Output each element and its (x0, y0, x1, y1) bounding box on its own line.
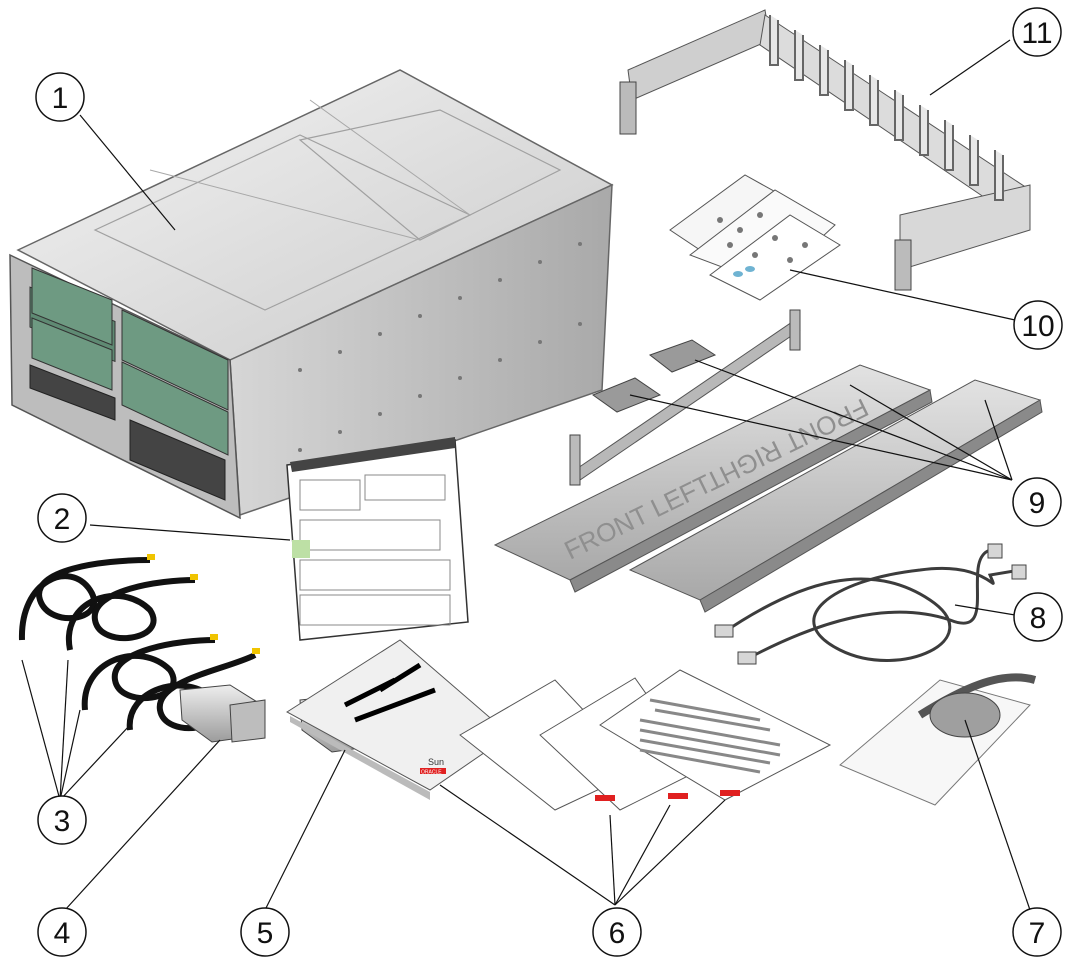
cables (714, 543, 1027, 665)
callout-2: 2 (37, 493, 87, 543)
callout-7: 7 (1012, 907, 1062, 957)
callout-5: 5 (240, 907, 290, 957)
install-poster (286, 437, 469, 641)
callout-11-label: 11 (1021, 17, 1052, 50)
callout-11: 11 (1012, 7, 1062, 57)
callout-9: 9 (1012, 477, 1062, 527)
oracle-logo-text: ORACLE (421, 770, 442, 776)
callout-2-label: 2 (54, 503, 71, 536)
callout-3: 3 (37, 795, 87, 845)
callout-1-label: 1 (52, 82, 69, 115)
callout-10-label: 10 (1021, 310, 1054, 343)
adapter-4 (179, 684, 266, 743)
callout-3-label: 3 (54, 805, 71, 838)
callout-1: 1 (35, 72, 85, 122)
cable-management-arm (619, 9, 1031, 291)
callout-9-label: 9 (1029, 487, 1046, 520)
sun-logo-text: Sun (428, 757, 444, 767)
callout-8-label: 8 (1030, 602, 1047, 635)
callout-7-label: 7 (1029, 917, 1046, 950)
screw-kit-bags (669, 174, 841, 301)
callout-10: 10 (1013, 300, 1063, 350)
callout-6: 6 (592, 907, 642, 957)
callout-4-label: 4 (54, 917, 71, 950)
callout-4: 4 (37, 907, 87, 957)
documents: Sun ORACLE (286, 639, 832, 811)
server-chassis (9, 69, 614, 520)
callout-6-label: 6 (609, 917, 626, 950)
leader-lines (21, 39, 1031, 911)
esd-wrist-strap (839, 673, 1037, 806)
callout-5-label: 5 (257, 917, 274, 950)
sun-oracle-logo: Sun ORACLE (420, 757, 446, 776)
rail-kit: FRONT LEFT FRONT RIGHT (493, 309, 1043, 613)
callout-8: 8 (1013, 592, 1063, 642)
